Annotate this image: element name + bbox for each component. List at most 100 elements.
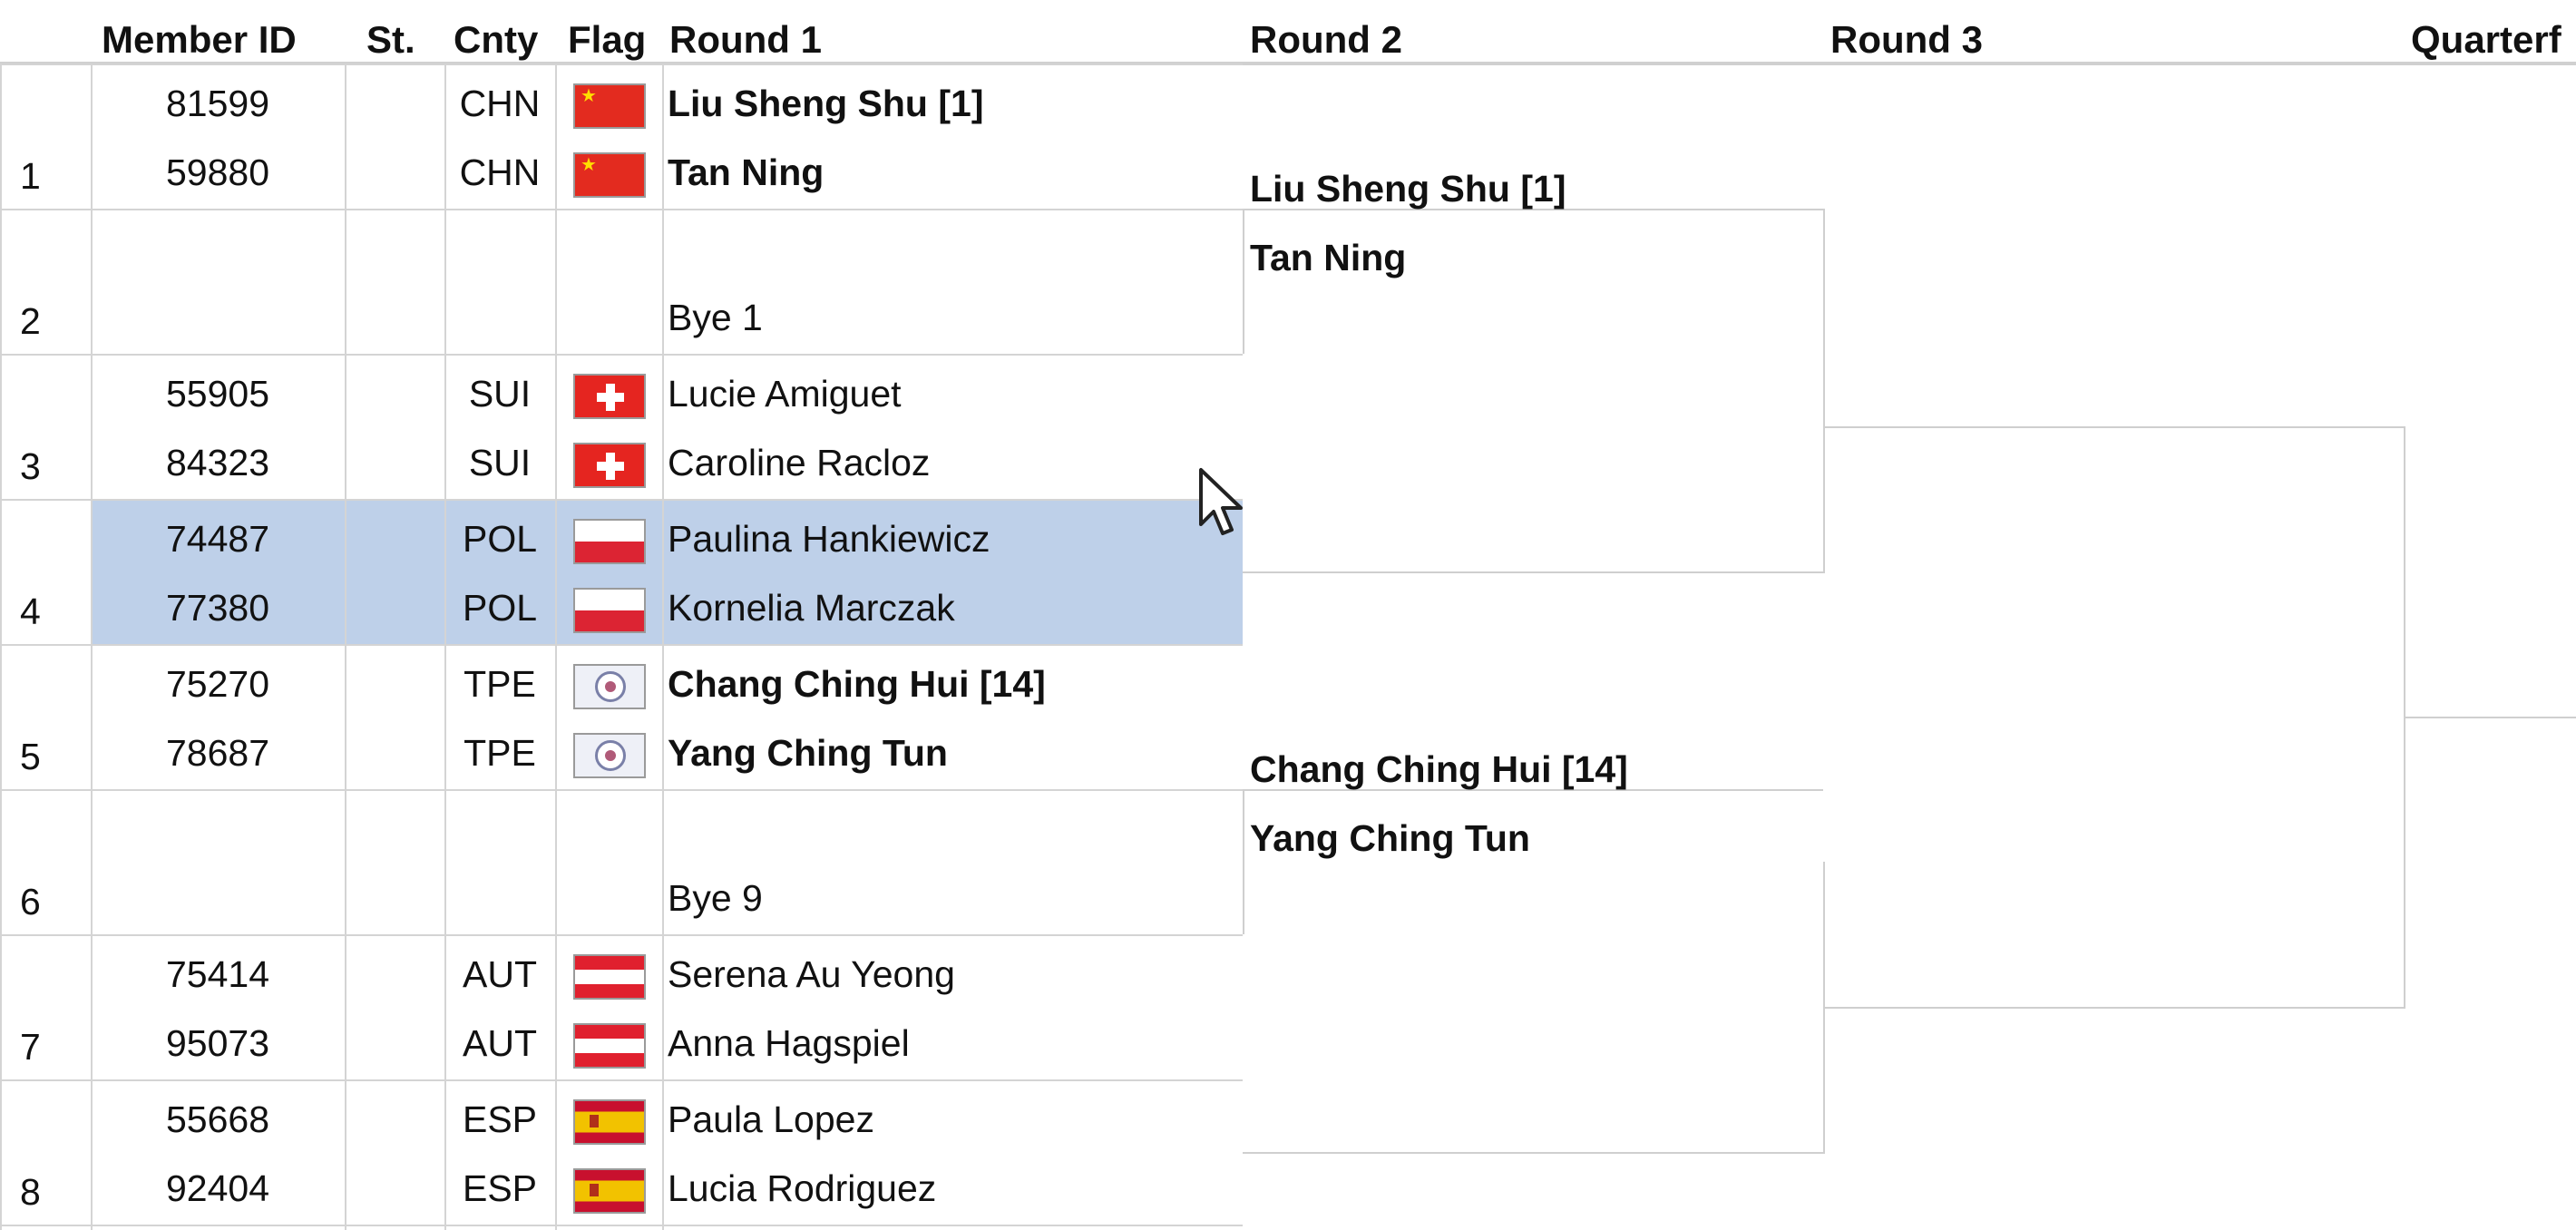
column-header-flag[interactable]: Flag <box>568 18 647 61</box>
column-divider <box>0 65 2 1230</box>
player-name-cell[interactable]: Liu Sheng Shu [1] <box>668 83 984 124</box>
member-id-cell[interactable]: 92404 <box>165 1167 269 1209</box>
country-cell[interactable]: ESP <box>462 1167 538 1209</box>
flag-cell[interactable] <box>562 1154 657 1223</box>
flag-cell[interactable] <box>562 1009 657 1078</box>
flag-cell[interactable]: ★ <box>562 69 657 138</box>
player-name-cell[interactable]: Paula Lopez <box>668 1098 874 1140</box>
member-id-cell[interactable]: 74487 <box>165 518 269 560</box>
member-id-cell[interactable]: 77380 <box>165 587 269 629</box>
row-divider <box>0 499 1243 501</box>
flag-cell[interactable] <box>562 504 657 573</box>
flag-cell[interactable] <box>562 649 657 718</box>
player-name-cell[interactable] <box>668 214 1248 283</box>
member-id-cell[interactable]: 59880 <box>165 151 269 193</box>
member-id-cell[interactable]: 95073 <box>165 1022 269 1064</box>
member-id-cell[interactable]: 81599 <box>165 83 269 124</box>
flag-cell[interactable] <box>562 795 657 864</box>
member-id-cell[interactable]: 75414 <box>165 953 269 995</box>
row-selection-highlight <box>91 501 1243 646</box>
player-name-cell[interactable]: Anna Hagspiel <box>668 1022 910 1064</box>
flag-cell[interactable] <box>562 718 657 787</box>
switzerland-flag-icon <box>573 443 646 488</box>
player-name-cell[interactable]: Tan Ning <box>668 151 825 193</box>
bracket-connector <box>1243 571 1825 573</box>
column-header-quarterfinal[interactable]: Quarterf <box>2411 18 2561 61</box>
flag-cell[interactable] <box>562 1085 657 1154</box>
player-name-cell[interactable]: Lucie Amiguet <box>668 373 902 415</box>
bracket-connector <box>1823 426 2404 428</box>
flag-cell[interactable] <box>562 283 657 352</box>
country-cell[interactable] <box>444 283 555 352</box>
member-id-cell[interactable] <box>94 795 341 864</box>
flag-cell[interactable] <box>562 359 657 428</box>
player-name-cell[interactable]: Bye 9 <box>668 877 763 919</box>
column-header-round-2[interactable]: Round 2 <box>1250 18 1402 61</box>
member-id-cell[interactable] <box>94 214 341 283</box>
country-cell[interactable]: SUI <box>468 442 532 483</box>
country-cell[interactable]: AUT <box>463 953 537 995</box>
round-2-player-name[interactable]: Chang Ching Hui [14] <box>1250 748 1628 790</box>
round-2-player-name[interactable]: Yang Ching Tun <box>1250 817 1530 859</box>
country-cell[interactable]: SUI <box>468 373 532 415</box>
player-name-cell[interactable]: Kornelia Marczak <box>668 587 955 629</box>
column-divider <box>662 65 664 1230</box>
round-2-player-name[interactable]: Liu Sheng Shu [1] <box>1250 168 1566 210</box>
column-header-round-3[interactable]: Round 3 <box>1830 18 1983 61</box>
spain-flag-icon <box>573 1168 646 1214</box>
round-2-player-name[interactable]: Tan Ning <box>1250 237 1407 278</box>
flag-cell[interactable] <box>562 428 657 497</box>
player-name-cell[interactable] <box>668 795 1248 864</box>
country-cell[interactable]: ESP <box>462 1098 538 1140</box>
bracket-connector <box>1823 1007 2405 1009</box>
column-header-member-id[interactable]: Member ID <box>102 18 297 61</box>
member-id-cell[interactable] <box>94 283 341 352</box>
player-name-cell[interactable]: Caroline Racloz <box>668 442 931 483</box>
member-id-cell[interactable]: 75270 <box>165 663 269 705</box>
column-header-round-1[interactable]: Round 1 <box>669 18 822 61</box>
country-cell[interactable]: CHN <box>459 151 541 193</box>
member-id-cell[interactable]: 78687 <box>165 732 269 774</box>
player-name-cell[interactable]: Paulina Hankiewicz <box>668 518 990 560</box>
country-cell[interactable]: AUT <box>463 1022 537 1064</box>
player-name-cell[interactable]: Bye 1 <box>668 297 763 338</box>
member-id-cell[interactable]: 55668 <box>165 1098 269 1140</box>
country-cell[interactable]: POL <box>462 587 538 629</box>
column-header-status[interactable]: St. <box>366 18 415 61</box>
member-id-cell[interactable]: 84323 <box>165 442 269 483</box>
flag-cell[interactable]: ★ <box>562 138 657 207</box>
country-cell[interactable]: TPE <box>463 732 536 774</box>
row-index: 3 <box>20 445 41 487</box>
country-cell[interactable]: CHN <box>459 83 541 124</box>
member-id-cell[interactable]: 55905 <box>165 373 269 415</box>
flag-cell[interactable] <box>562 573 657 642</box>
country-cell[interactable] <box>444 864 555 932</box>
row-index: 6 <box>20 881 41 922</box>
column-divider <box>444 65 446 1230</box>
country-cell[interactable] <box>444 795 555 864</box>
flag-cell[interactable] <box>562 214 657 283</box>
country-cell[interactable]: TPE <box>463 663 536 705</box>
column-header-country[interactable]: Cnty <box>454 18 539 61</box>
bracket-connector <box>1243 789 1823 791</box>
member-id-cell[interactable] <box>94 864 341 932</box>
country-cell[interactable]: POL <box>462 518 538 560</box>
country-cell[interactable] <box>444 214 555 283</box>
draw-row-6[interactable]: 6 Bye 9 <box>0 791 1243 936</box>
player-name-cell[interactable]: Lucia Rodriguez <box>668 1167 937 1209</box>
flag-cell[interactable] <box>562 864 657 932</box>
flag-cell[interactable] <box>562 940 657 1009</box>
player-name-cell[interactable]: Serena Au Yeong <box>668 953 955 995</box>
mouse-cursor-icon <box>1199 468 1243 535</box>
player-name-cell[interactable]: Yang Ching Tun <box>668 732 948 774</box>
austria-flag-icon <box>573 954 646 1000</box>
player-name-cell[interactable]: Chang Ching Hui [14] <box>668 663 1046 705</box>
